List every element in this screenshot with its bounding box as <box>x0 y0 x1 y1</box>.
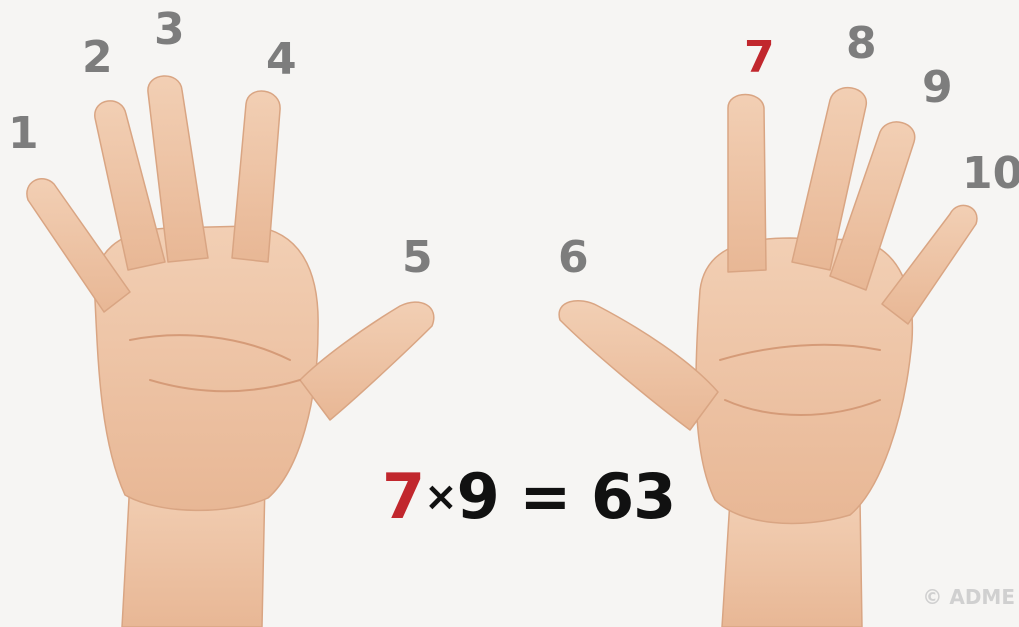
finger-number-9: 9 <box>922 66 953 110</box>
equation-product: 63 <box>591 460 675 533</box>
left-hand <box>27 76 434 627</box>
watermark: © ADME <box>922 585 1015 609</box>
finger-number-4: 4 <box>266 38 297 82</box>
equation-factor-a: 7 <box>382 460 424 533</box>
finger-number-10: 10 <box>962 152 1019 196</box>
finger-number-3: 3 <box>154 8 185 52</box>
finger-number-7: 7 <box>744 36 775 80</box>
right-palm <box>696 238 912 523</box>
equation-factor-b: 9 <box>457 460 499 533</box>
right-finger-6 <box>559 301 718 430</box>
finger-number-5: 5 <box>402 236 433 280</box>
right-finger-7 <box>728 95 766 273</box>
finger-number-2: 2 <box>82 36 113 80</box>
left-finger-5 <box>300 302 434 420</box>
equation-equals-sign: = <box>519 460 570 533</box>
finger-number-8: 8 <box>846 22 877 66</box>
finger-number-1: 1 <box>8 112 39 156</box>
equation-times-sign: × <box>424 474 457 520</box>
right-hand <box>559 88 977 627</box>
multiplication-equation: 7×9 = 63 <box>382 466 675 528</box>
finger-number-6: 6 <box>558 236 589 280</box>
